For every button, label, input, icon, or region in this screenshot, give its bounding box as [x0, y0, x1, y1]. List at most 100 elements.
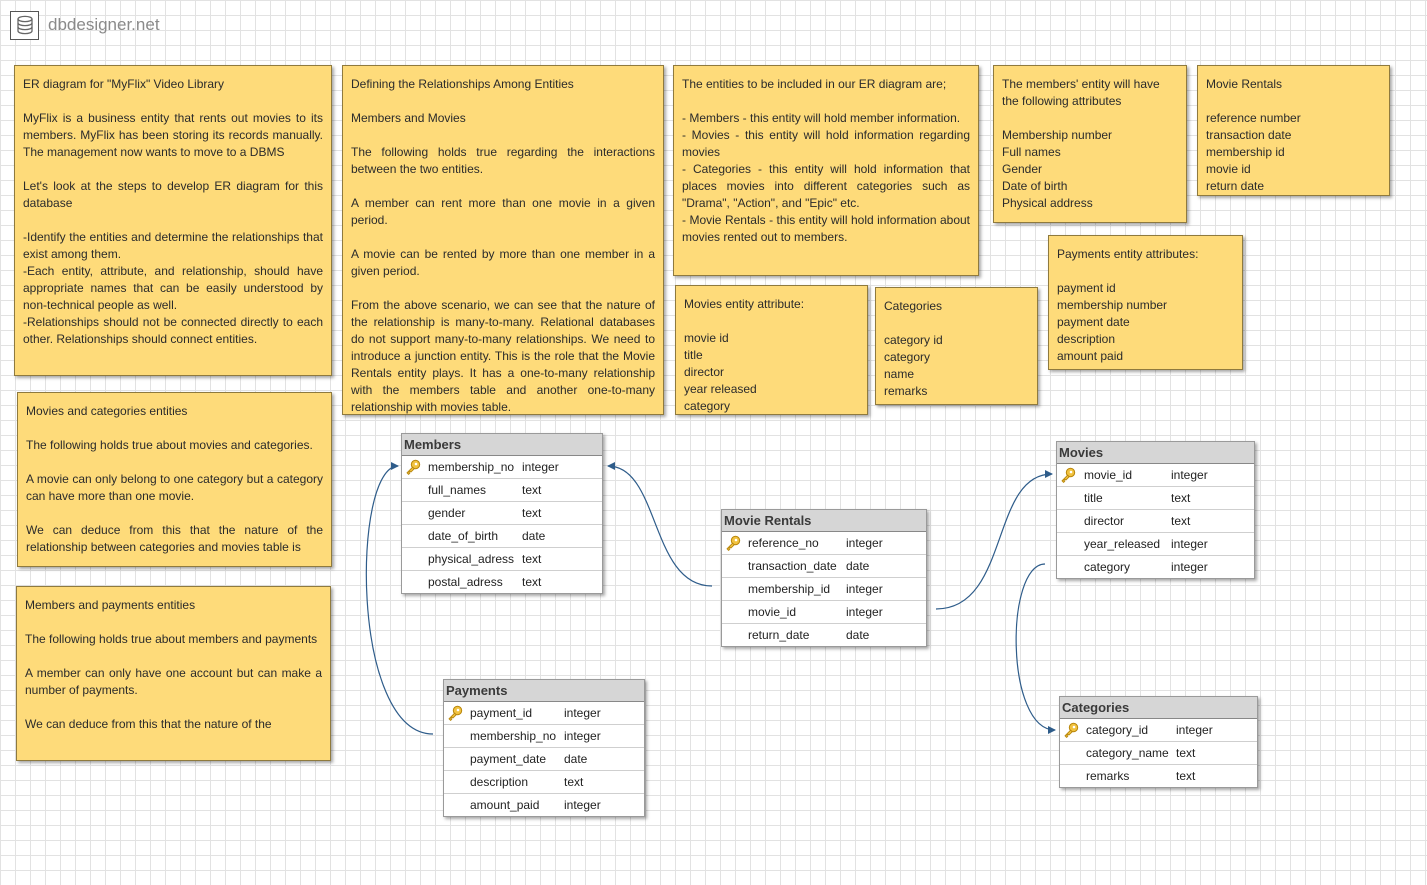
logo-text: dbdesigner.net — [48, 15, 160, 34]
key-icon — [1060, 467, 1076, 490]
note-entities[interactable]: The entities to be included in our ER di… — [673, 65, 979, 276]
note-text: The members' entity will have the follow… — [1002, 77, 1160, 210]
column-name: category — [1084, 560, 1131, 574]
note-text: Movies and categories entities The follo… — [26, 404, 323, 554]
table-title[interactable]: Members — [402, 434, 602, 456]
column-type: text — [564, 775, 584, 789]
column-type: integer — [1171, 560, 1208, 574]
note-text: Defining the Relationships Among Entitie… — [351, 77, 655, 414]
column-type: date — [846, 559, 870, 573]
column-name: director — [1084, 514, 1125, 528]
column-type: text — [522, 506, 542, 520]
column-name: movie_id — [748, 605, 797, 619]
note-members-payments[interactable]: Members and payments entities The follow… — [16, 586, 331, 761]
column-type: text — [522, 552, 542, 566]
column-type: text — [1171, 514, 1191, 528]
table-row[interactable]: director text — [1057, 510, 1254, 533]
note-intro[interactable]: ER diagram for "MyFlix" Video Library My… — [14, 65, 332, 376]
key-icon — [405, 459, 421, 482]
column-name: payment_id — [470, 706, 533, 720]
column-type: integer — [846, 605, 883, 619]
table-row[interactable]: year_released integer — [1057, 533, 1254, 556]
table-row[interactable]: membership_no integer — [402, 456, 602, 479]
table-title[interactable]: Categories — [1060, 697, 1257, 719]
column-type: text — [1176, 769, 1196, 783]
column-type: integer — [522, 460, 559, 474]
column-name: movie_id — [1084, 468, 1133, 482]
note-movie-rentals[interactable]: Movie Rentals reference number transacti… — [1197, 65, 1390, 196]
note-text: Payments entity attributes: payment id m… — [1057, 247, 1199, 363]
column-name: title — [1084, 491, 1103, 505]
note-relationships[interactable]: Defining the Relationships Among Entitie… — [342, 65, 664, 415]
column-name: membership_no — [428, 460, 515, 474]
column-name: membership_no — [470, 729, 557, 743]
table-row[interactable]: description text — [444, 771, 644, 794]
note-text: The entities to be included in our ER di… — [682, 77, 970, 244]
table-row[interactable]: full_names text — [402, 479, 602, 502]
link-movies-categories — [1015, 563, 1056, 734]
database-icon — [10, 10, 39, 40]
key-icon — [1063, 722, 1079, 745]
table-title[interactable]: Payments — [444, 680, 644, 702]
column-name: postal_adress — [428, 575, 503, 589]
column-type: text — [1171, 491, 1191, 505]
note-text: Movies entity attribute: movie id title … — [684, 297, 805, 413]
table-row[interactable]: return_date date — [722, 624, 926, 646]
link-payments-members — [365, 462, 434, 735]
table-row[interactable]: gender text — [402, 502, 602, 525]
table-row[interactable]: title text — [1057, 487, 1254, 510]
column-type: date — [522, 529, 546, 543]
column-type: date — [564, 752, 588, 766]
note-text: Categories category id category name rem… — [884, 299, 943, 398]
column-name: full_names — [428, 483, 487, 497]
table-title[interactable]: Movie Rentals — [722, 510, 926, 532]
note-text: Movie Rentals reference number transacti… — [1206, 77, 1301, 193]
table-row[interactable]: category_name text — [1060, 742, 1257, 765]
table-row[interactable]: category integer — [1057, 556, 1254, 578]
note-movies-categories[interactable]: Movies and categories entities The follo… — [17, 392, 332, 567]
column-name: return_date — [748, 628, 810, 642]
table-row[interactable]: postal_adress text — [402, 571, 602, 593]
column-name: description — [470, 775, 529, 789]
table-title[interactable]: Movies — [1057, 442, 1254, 464]
column-type: text — [522, 483, 542, 497]
key-icon — [725, 535, 741, 558]
key-icon — [447, 705, 463, 728]
column-type: date — [846, 628, 870, 642]
column-type: integer — [1171, 537, 1208, 551]
column-name: year_released — [1084, 537, 1161, 551]
column-type: text — [522, 575, 542, 589]
column-name: category_name — [1086, 746, 1169, 760]
app-logo[interactable]: dbdesigner.net — [10, 10, 160, 40]
column-type: integer — [564, 798, 601, 812]
note-categories-attributes[interactable]: Categories category id category name rem… — [875, 287, 1038, 405]
note-members-attributes[interactable]: The members' entity will have the follow… — [993, 65, 1187, 223]
column-name: gender — [428, 506, 466, 520]
column-type: text — [1176, 746, 1196, 760]
note-text: Members and payments entities The follow… — [25, 598, 322, 731]
note-payments-attributes[interactable]: Payments entity attributes: payment id m… — [1048, 235, 1243, 370]
note-movies-attributes[interactable]: Movies entity attribute: movie id title … — [675, 285, 868, 415]
note-text: ER diagram for "MyFlix" Video Library My… — [23, 77, 323, 346]
column-type: integer — [846, 582, 883, 596]
column-type: integer — [1176, 723, 1213, 737]
table-row[interactable]: movie_id integer — [722, 601, 926, 624]
